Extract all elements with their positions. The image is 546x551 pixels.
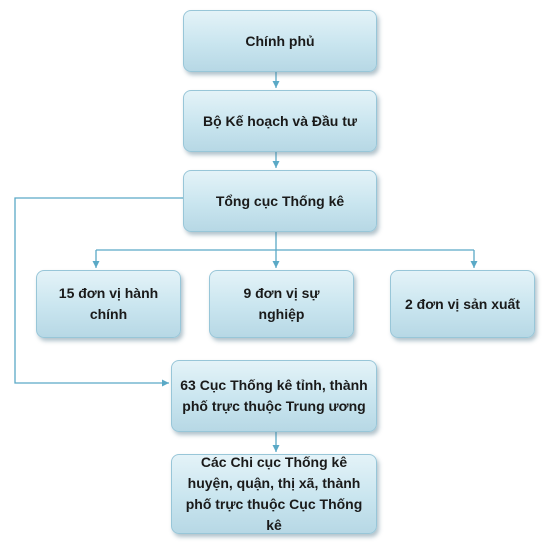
node-don-vi-san-xuat: 2 đơn vị sản xuất [390, 270, 535, 338]
node-chinh-phu-label: Chính phủ [245, 32, 315, 49]
connector-tong-cuc-to-cuc-tinh [14, 197, 183, 387]
node-don-vi-su-nghiep: 9 đơn vị sự nghiệp [209, 270, 354, 338]
node-tong-cuc-thong-ke: Tổng cục Thống kê [183, 170, 377, 232]
node-chi-cuc-thong-ke: Các Chi cục Thống kê huyện, quận, thị xã… [171, 454, 377, 534]
node-don-vi-hanh-chinh: 15 đơn vị hành chính [36, 270, 181, 338]
node-don-vi-hanh-chinh-label: 15 đơn vị hành chính [58, 285, 159, 322]
node-cuc-thong-ke-tinh-label: 63 Cục Thống kê tỉnh, thành phố trực thu… [180, 377, 368, 414]
node-chi-cuc-thong-ke-label: Các Chi cục Thống kê huyện, quận, thị xã… [185, 454, 363, 533]
node-bo-ke-hoach-dau-tu: Bộ Kế hoạch và Đầu tư [183, 90, 377, 152]
node-cuc-thong-ke-tinh: 63 Cục Thống kê tỉnh, thành phố trực thu… [171, 360, 377, 432]
node-don-vi-san-xuat-label: 2 đơn vị sản xuất [405, 295, 520, 312]
node-bo-ke-hoach-dau-tu-label: Bộ Kế hoạch và Đầu tư [202, 112, 358, 129]
node-tong-cuc-thong-ke-label: Tổng cục Thống kê [215, 192, 345, 209]
node-chinh-phu: Chính phủ [183, 10, 377, 72]
node-don-vi-su-nghiep-label: 9 đơn vị sự nghiệp [243, 285, 320, 322]
